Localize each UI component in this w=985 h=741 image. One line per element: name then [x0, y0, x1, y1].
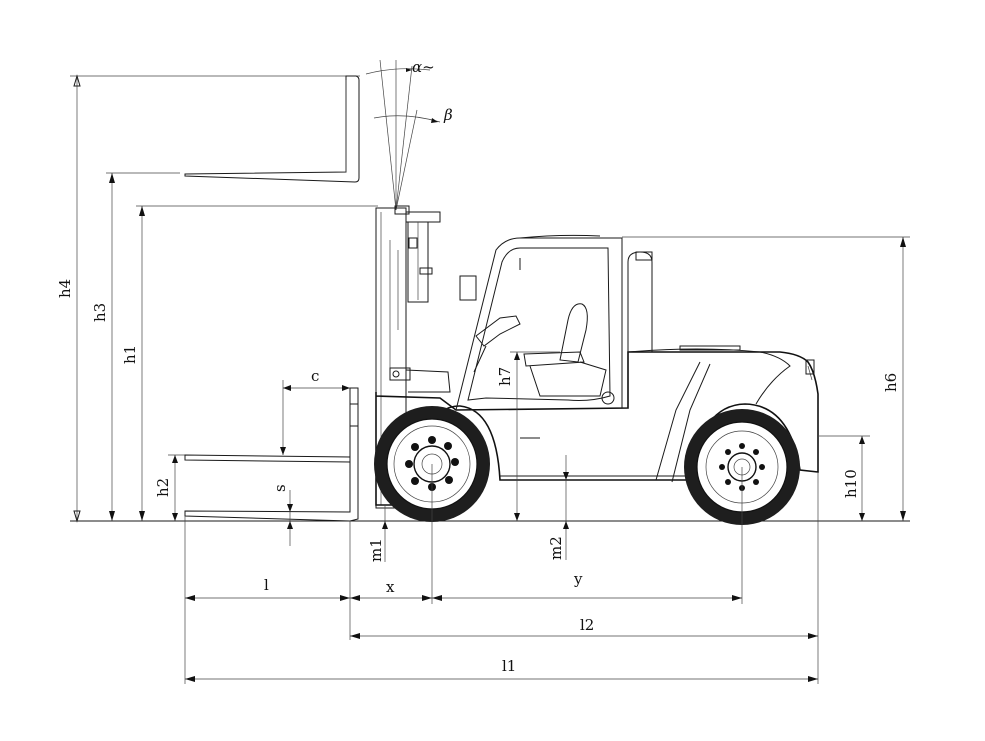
- dimension-m2: m2: [547, 455, 569, 560]
- lowered-fork: [184, 387, 359, 522]
- dimension-c: c: [280, 367, 350, 455]
- raised-fork: [184, 75, 360, 183]
- dimension-h1: h1: [121, 205, 378, 521]
- label-m1: m1: [367, 538, 385, 562]
- dimension-h6: h6: [622, 236, 910, 521]
- label-l: l: [264, 576, 269, 594]
- mast: [375, 205, 451, 509]
- label-h6: h6: [882, 373, 900, 392]
- label-l2: l2: [580, 616, 594, 634]
- dimension-l2: l2: [350, 616, 818, 639]
- label-l1: l1: [502, 657, 516, 675]
- truck-body: [375, 234, 819, 506]
- label-h7: h7: [496, 367, 514, 386]
- label-s: s: [271, 484, 289, 492]
- label-h4: h4: [56, 279, 74, 298]
- label-beta: β: [443, 106, 453, 124]
- label-h1: h1: [121, 345, 139, 364]
- label-c: c: [311, 367, 319, 385]
- dimension-s: s: [271, 484, 293, 546]
- dimension-h4: h4: [56, 74, 360, 523]
- dimension-row-lxy: l x y: [185, 570, 742, 601]
- label-m2: m2: [547, 536, 565, 560]
- label-h3: h3: [91, 303, 109, 322]
- label-h10: h10: [842, 469, 860, 498]
- dimension-h2: h2: [154, 454, 185, 521]
- label-x: x: [386, 578, 395, 596]
- label-h2: h2: [154, 478, 172, 497]
- dimension-m1: m1: [367, 505, 388, 562]
- tilt-angles: α~ β: [365, 58, 453, 211]
- dimension-h7: h7: [496, 351, 560, 521]
- dimension-h10: h10: [818, 435, 870, 521]
- label-y: y: [573, 570, 583, 588]
- label-alpha: α~: [412, 58, 435, 76]
- dimension-l1: l1: [185, 657, 818, 682]
- dimension-h3: h3: [91, 172, 180, 521]
